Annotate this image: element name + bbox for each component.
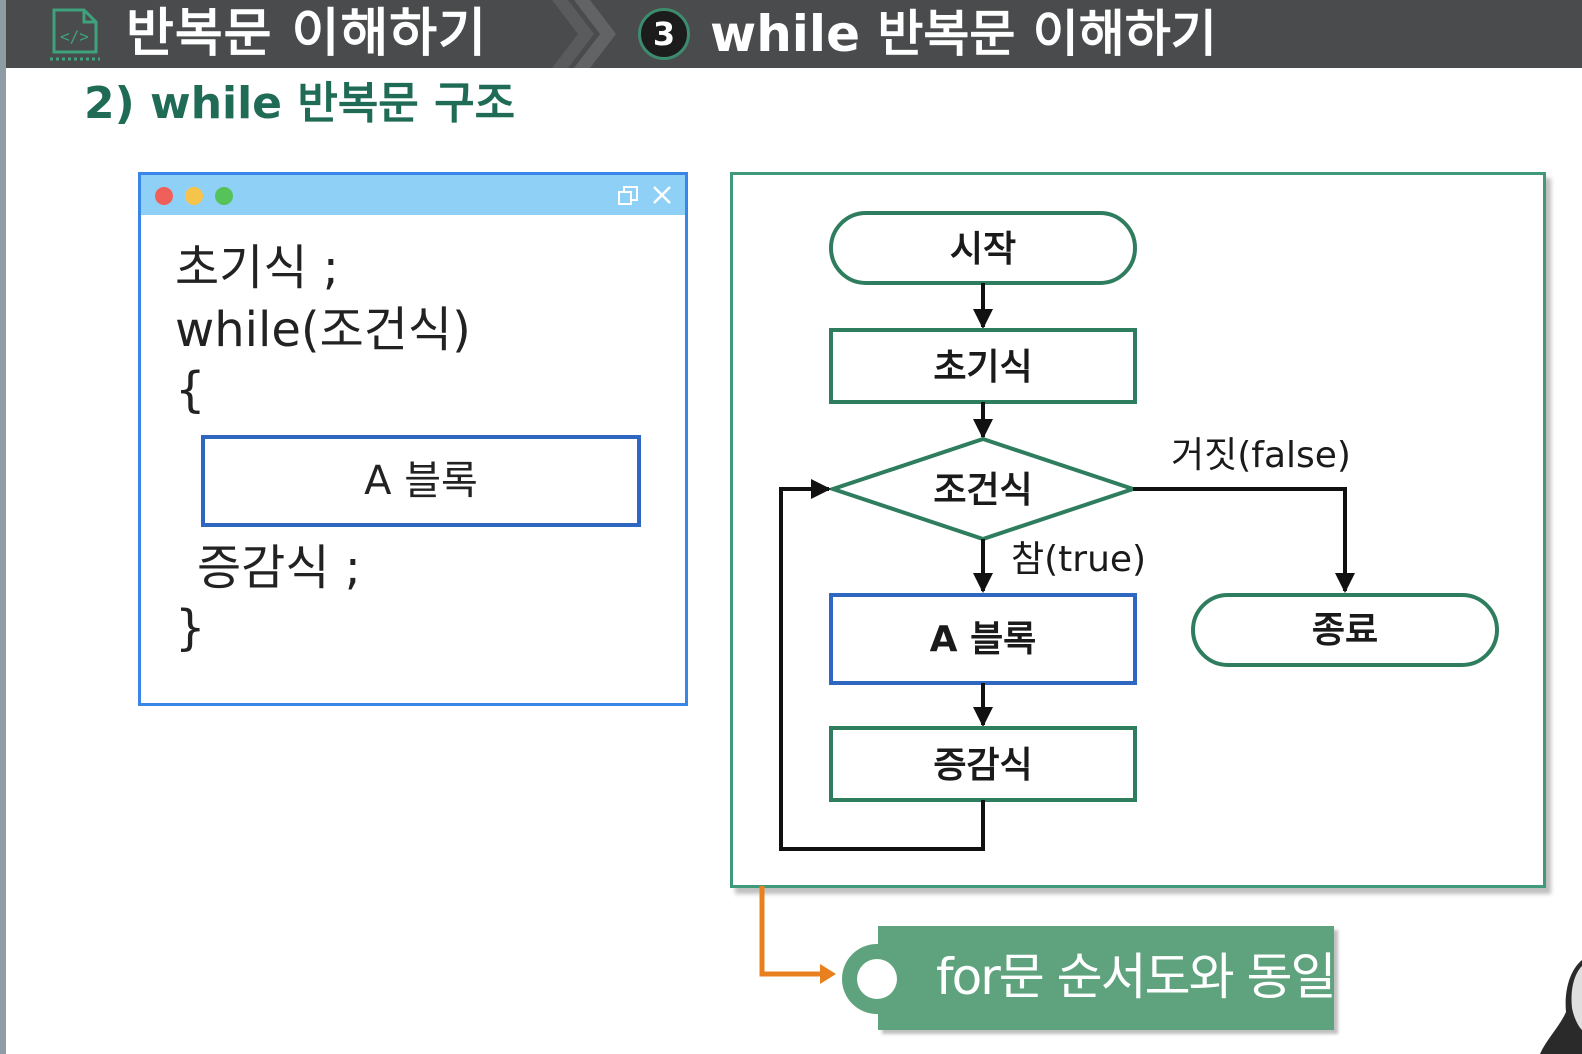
header-bar: </> 반복문 이해하기 3 while 반복문 이해하기 bbox=[6, 0, 1582, 68]
start-label: 시작 bbox=[950, 229, 1016, 270]
note-arrow-icon bbox=[759, 886, 836, 984]
sub-title: while 반복문 이해하기 bbox=[710, 5, 1217, 63]
presenter-silhouette bbox=[1540, 960, 1582, 1054]
code-block-a: A 블록 bbox=[201, 435, 641, 527]
block-label: A 블록 bbox=[930, 619, 1037, 660]
restore-icon[interactable] bbox=[617, 185, 639, 207]
increment-node bbox=[829, 726, 1137, 802]
arrow-loop-back bbox=[779, 479, 985, 851]
condition-label: 조건식 bbox=[933, 470, 1032, 511]
minimize-dot-icon[interactable] bbox=[185, 187, 203, 205]
end-label: 종료 bbox=[1312, 610, 1378, 651]
code-file-icon: </> bbox=[50, 8, 100, 61]
close-dot-icon[interactable] bbox=[155, 187, 173, 205]
close-icon[interactable] bbox=[651, 183, 673, 207]
increment-label: 증감식 bbox=[933, 745, 1032, 786]
arrow-condition-end bbox=[1133, 487, 1355, 593]
code-line-while: while(조건식) bbox=[175, 302, 471, 358]
note-text: for문 순서도와 동일 bbox=[936, 948, 1337, 1006]
code-line-open-brace: { bbox=[175, 362, 206, 418]
note-bullet-inner bbox=[857, 959, 897, 999]
section-title: 2) while 반복문 구조 bbox=[84, 78, 516, 129]
code-line-init: 초기식 ; bbox=[175, 240, 339, 296]
code-line-increment: 증감식 ; bbox=[197, 540, 361, 596]
note-box bbox=[878, 926, 1334, 1030]
true-label: 참(true) bbox=[1011, 539, 1146, 580]
step-number-badge: 3 bbox=[638, 8, 690, 60]
flowchart-diagram: 시작 초기식 조건식 참(true) 거짓(false) A 블록 증감식 종료 bbox=[779, 211, 1499, 851]
breadcrumb-chevron-icon bbox=[552, 0, 616, 68]
code-window: 초기식 ; while(조건식) { A 블록 증감식 ; } bbox=[138, 172, 688, 706]
false-label: 거짓(false) bbox=[1171, 435, 1351, 476]
window-titlebar bbox=[141, 175, 685, 215]
init-label: 초기식 bbox=[933, 347, 1032, 388]
main-title: 반복문 이해하기 bbox=[126, 4, 487, 64]
code-line-close-brace: } bbox=[175, 600, 206, 656]
maximize-dot-icon[interactable] bbox=[215, 187, 233, 205]
left-edge-strip bbox=[0, 0, 6, 1054]
flowchart-panel: 시작 초기식 조건식 참(true) 거짓(false) A 블록 증감식 종료 bbox=[730, 172, 1546, 888]
svg-text:</>: </> bbox=[60, 27, 89, 46]
end-node bbox=[1191, 593, 1499, 667]
